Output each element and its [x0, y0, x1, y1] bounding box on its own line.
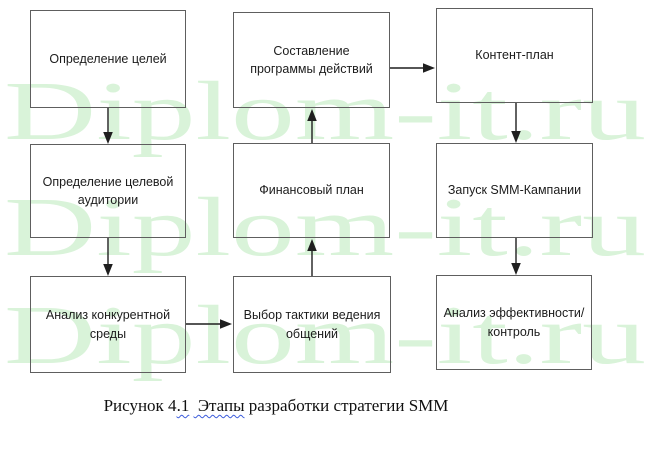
flow-box-finance-label: Финансовый план	[259, 183, 364, 198]
caption-prefix: Рисунок 4	[103, 396, 177, 415]
flow-box-goals: Определение целей	[30, 10, 186, 108]
flow-box-program: Составление программы действий	[233, 12, 390, 108]
figure-caption: Рисунок 4.1 Этапы разработки стратегии S…	[0, 396, 552, 416]
flow-box-audience: Определение целевой аудитории	[30, 144, 186, 238]
flow-box-audience-label: Определение целевой аудитории	[42, 174, 174, 207]
caption-suffix: разработки стратегии SMM	[244, 396, 449, 415]
flow-box-launch-label: Запуск SMM-Кампании	[447, 183, 582, 198]
flow-box-analysis-label: Анализ эффективности/ контроль	[443, 306, 585, 339]
caption-word: Этапы	[193, 396, 245, 415]
flow-box-content: Контент-план	[436, 8, 593, 103]
flow-box-program-label: Составление программы действий	[250, 43, 373, 76]
flow-box-launch: Запуск SMM-Кампании	[436, 143, 593, 238]
flow-box-content-label: Контент-план	[475, 48, 554, 63]
flow-box-finance: Финансовый план	[233, 143, 390, 238]
flow-box-tactics: Выбор тактики ведения общений	[233, 276, 391, 373]
watermark-text-row2: Diplom-it.ru	[4, 181, 646, 274]
flow-box-competitors-label: Анализ конкурентной среды	[45, 308, 171, 341]
flow-box-analysis: Анализ эффективности/ контроль	[436, 275, 592, 370]
flow-box-tactics-label: Выбор тактики ведения общений	[243, 308, 381, 341]
caption-number: .1	[176, 396, 190, 415]
flow-box-competitors: Анализ конкурентной среды	[30, 276, 186, 373]
flow-box-goals-label: Определение целей	[49, 51, 167, 66]
watermark-text-row3: Diplom-it.ru	[4, 289, 646, 382]
